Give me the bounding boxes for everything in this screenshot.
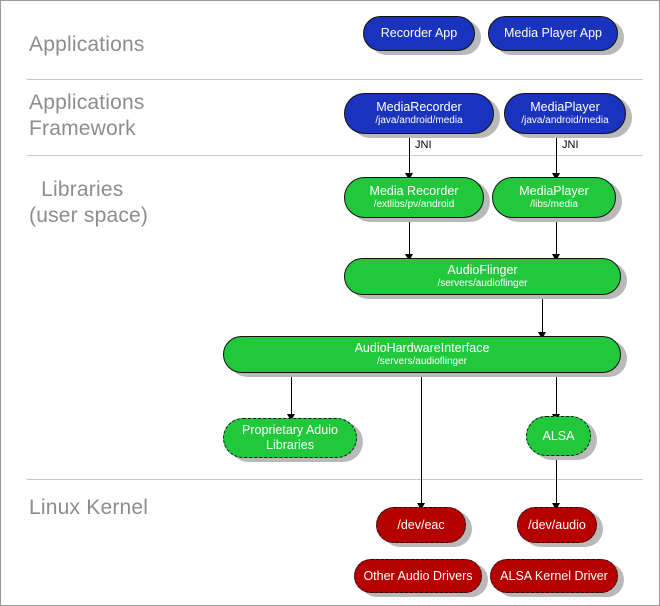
node-alsa[interactable]: ALSA <box>526 416 591 456</box>
node-subtitle: /libs/media <box>530 199 578 210</box>
node-other-audio-drivers[interactable]: Other Audio Drivers <box>354 559 482 593</box>
node-subtitle: /servers/audioflinger <box>376 356 468 367</box>
section-label-linux-kernel: Linux Kernel <box>29 496 149 519</box>
connector-mediarecorder-audioflinger <box>409 218 410 258</box>
node-title: MediaPlayer <box>530 100 600 114</box>
section-label-applications-framework: Applications Framework <box>29 91 145 140</box>
node-mediaplayer-lib[interactable]: MediaPlayer /libs/media <box>492 177 616 218</box>
node-subtitle: /java/android/media <box>375 115 463 126</box>
node-title: Media Recorder <box>369 184 459 198</box>
node-dev-audio[interactable]: /dev/audio <box>517 507 597 543</box>
node-media-player-app[interactable]: Media Player App <box>488 16 618 51</box>
divider-framework <box>27 155 643 156</box>
node-mediaplayer-framework[interactable]: MediaPlayer /java/android/media <box>504 93 626 134</box>
node-title: ALSA Kernel Driver <box>500 568 608 583</box>
edge-label-jni-recorder: JNI <box>415 139 432 151</box>
node-subtitle: /java/android/media <box>521 115 609 126</box>
divider-linux-kernel <box>27 479 643 480</box>
connector-ahi-alsa <box>556 373 557 418</box>
node-title: MediaRecorder <box>376 100 462 114</box>
node-media-recorder-lib[interactable]: Media Recorder /extlibs/pv/android <box>344 177 484 218</box>
node-title: /dev/eac <box>397 517 445 532</box>
section-label-libraries: Libraries (user space) <box>29 178 149 227</box>
node-audiohardwareinterface[interactable]: AudioHardwareInterface /servers/audiofli… <box>223 336 621 373</box>
node-title: AudioHardwareInterface <box>354 341 490 355</box>
node-title: /dev/audio <box>528 517 586 532</box>
node-title: AudioFlinger <box>447 263 518 277</box>
divider-applications <box>27 79 643 80</box>
node-dev-eac[interactable]: /dev/eac <box>376 507 466 543</box>
node-title: ALSA <box>542 428 575 443</box>
edge-label-jni-player: JNI <box>562 139 579 151</box>
node-recorder-app[interactable]: Recorder App <box>363 16 475 51</box>
connector-ahi-dev-eac <box>421 373 422 507</box>
node-title: Recorder App <box>380 26 458 40</box>
node-mediarecorder-framework[interactable]: MediaRecorder /java/android/media <box>344 93 494 134</box>
node-proprietary-audio-libs[interactable]: Proprietary Aduio Libraries <box>223 418 357 458</box>
node-title: Other Audio Drivers <box>363 568 473 583</box>
connector-ahi-proprietary <box>291 373 292 418</box>
connector-audioflinger-ahi <box>542 297 543 336</box>
connector-alsa-dev-audio <box>556 456 557 507</box>
connector-mediarecorder-jni <box>409 137 410 175</box>
node-title: Media Player App <box>504 26 602 40</box>
connector-mediaplayer-audioflinger <box>556 218 557 258</box>
node-subtitle: Libraries <box>266 438 314 452</box>
section-label-applications: Applications <box>29 33 145 56</box>
node-audioflinger[interactable]: AudioFlinger /servers/audioflinger <box>344 258 621 295</box>
node-title: Proprietary Aduio <box>242 423 338 437</box>
node-title: MediaPlayer <box>519 184 589 198</box>
node-subtitle: /extlibs/pv/android <box>373 199 455 210</box>
node-subtitle: /servers/audioflinger <box>437 278 528 289</box>
connector-mediaplayer-jni <box>556 137 557 175</box>
node-alsa-kernel-driver[interactable]: ALSA Kernel Driver <box>490 559 618 593</box>
